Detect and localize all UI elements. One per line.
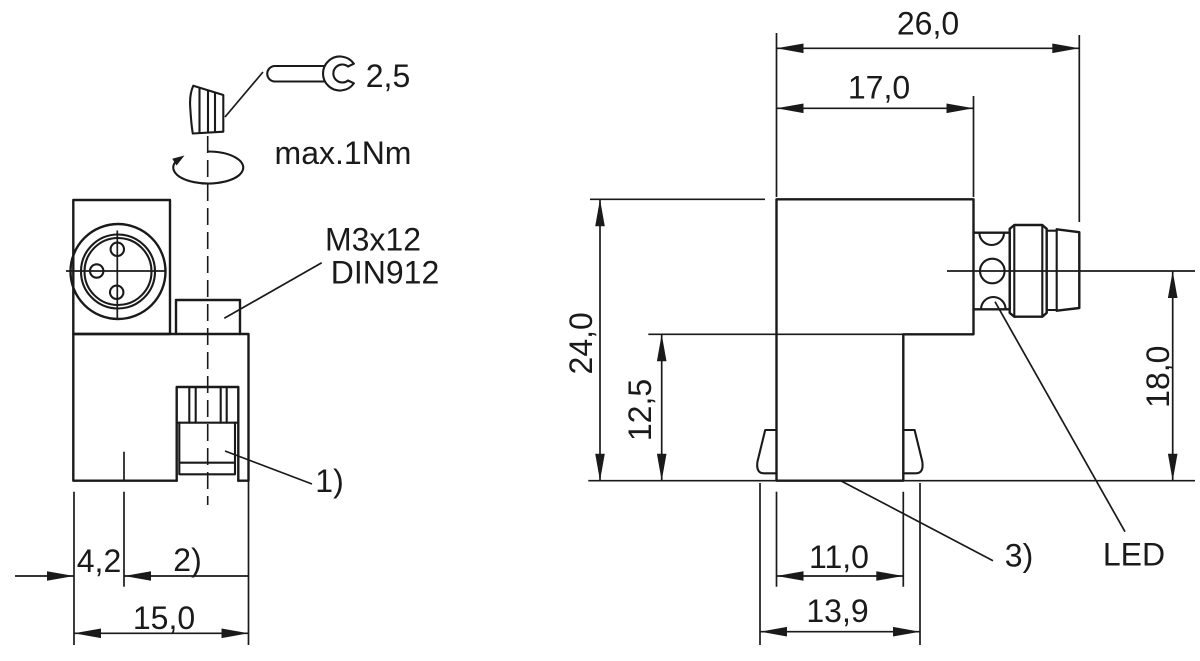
dim-total-length-label: 26,0: [897, 6, 959, 42]
dimension-arrow: [74, 628, 101, 639]
rotation-arrow-ellipse: [172, 150, 245, 185]
dimension-arrow: [760, 626, 787, 637]
side-view: 26,0 17,0 24,0 12,5 18,0 11,0 13,9 3) LE…: [563, 6, 1195, 645]
dim-base-width-label: 13,9: [806, 593, 868, 629]
dimension-arrow: [595, 199, 605, 227]
connector-plug-tip: [1055, 228, 1081, 312]
dimension-arrow: [1167, 453, 1178, 481]
footnote3-leader-line: [840, 479, 994, 562]
rotation-arrowhead-icon: [172, 155, 185, 166]
led-window-top: [978, 231, 1006, 247]
side-body-outline: [775, 198, 975, 482]
dim-offset-label: 4,2: [77, 543, 121, 579]
wrench-size-label: 2,5: [366, 58, 410, 94]
front-view: 2,5 max.1Nm M3x12 DIN912 1) 4,2 2) 15,0: [15, 55, 440, 645]
dim-head-length-label: 17,0: [848, 70, 910, 106]
dimension-arrow: [876, 571, 904, 581]
mounting-clip-right: [902, 428, 924, 475]
led-window-bottom: [979, 295, 1007, 311]
led-label: LED: [1103, 537, 1165, 573]
dimension-arrow: [946, 103, 974, 114]
screw-standard-label: DIN912: [331, 255, 440, 291]
dimension-arrow: [656, 453, 667, 481]
mounting-clip-left: [756, 428, 778, 475]
front-body-outline: [72, 332, 250, 482]
connector-nut-outline: [1008, 223, 1048, 318]
dim-total-height-label: 24,0: [563, 312, 599, 374]
screw-spec-label: M3x12: [325, 222, 421, 258]
screw-boss-outline: [174, 298, 242, 336]
dimension-arrow: [124, 571, 151, 581]
wrench-icon: [321, 55, 355, 92]
screw-spec-leader-line: [223, 261, 323, 320]
clamp-screw-body: [178, 421, 237, 476]
dim-connector-height-label: 18,0: [1140, 346, 1176, 408]
dimension-arrow: [1052, 43, 1080, 54]
dimension-arrow: [595, 453, 605, 481]
dimension-arrow: [47, 571, 74, 581]
footnote-2-label: 2): [173, 542, 201, 578]
dimension-arrow: [776, 571, 804, 581]
wrench-icon-handle: [266, 64, 326, 83]
dimension-arrow: [221, 628, 249, 639]
dimension-arrow: [776, 43, 804, 54]
wrench-leader-line: [224, 71, 264, 118]
dimension-arrow: [893, 626, 920, 637]
screw-icon: [188, 84, 225, 135]
footnote-3-label: 3): [1005, 538, 1033, 574]
torque-note-label: max.1Nm: [275, 135, 412, 171]
led-leader-line: [994, 301, 1126, 533]
dim-slot-width-label: 11,0: [809, 539, 869, 575]
footnote-1-label: 1): [315, 463, 343, 499]
dimension-arrow: [776, 103, 804, 114]
dimension-arrow: [656, 334, 667, 362]
dimension-arrow: [1167, 271, 1178, 298]
dim-lower-height-label: 12,5: [622, 379, 658, 441]
dim-width-label: 15,0: [133, 600, 195, 636]
footnote1-leader-line: [224, 450, 313, 485]
